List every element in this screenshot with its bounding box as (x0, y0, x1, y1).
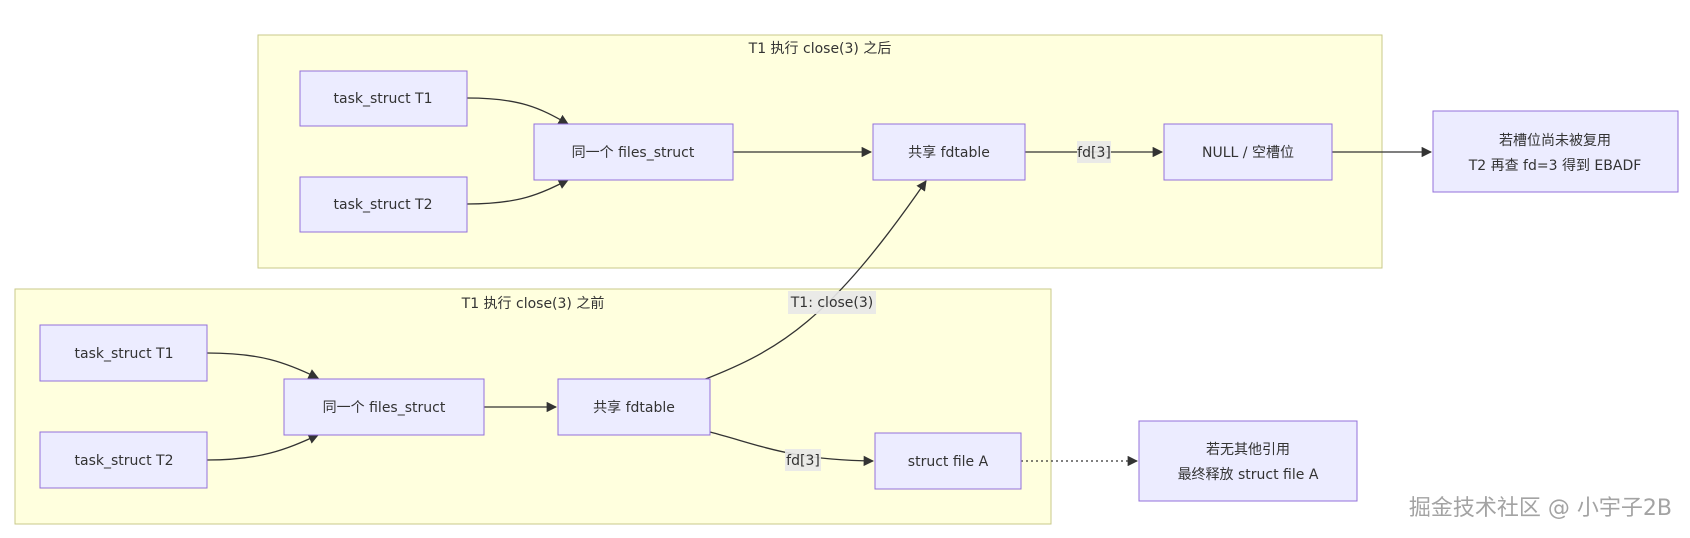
node-after-fdtable: 共享 fdtable (872, 123, 1026, 181)
node-after-files-label: 同一个 files_struct (572, 145, 695, 161)
node-after-t2-label: task_struct T2 (334, 197, 433, 213)
cluster-before-title: T1 执行 close(3) 之前 (461, 295, 605, 312)
watermark-text: 掘金技术社区 @ 小宇子2B (1409, 496, 1672, 521)
cluster-after-title: T1 执行 close(3) 之后 (748, 41, 892, 57)
node-file-a-label: struct file A (908, 454, 989, 470)
node-after-files: 同一个 files_struct (533, 123, 734, 181)
node-before-fdtable-label: 共享 fdtable (593, 399, 675, 416)
node-before-t1-label: task_struct T1 (75, 346, 174, 362)
node-file-a: struct file A (874, 432, 1022, 490)
node-before-files-label: 同一个 files_struct (323, 400, 446, 416)
node-after-t2: task_struct T2 (299, 176, 468, 233)
node-after-t1-label: task_struct T1 (334, 91, 433, 107)
node-release-note: 若无其他引用 最终释放 struct file A (1138, 420, 1358, 502)
node-reuse-note-line-2: T2 再查 fd=3 得到 EBADF (1468, 157, 1642, 174)
node-reuse-note: 若槽位尚未被复用 T2 再查 fd=3 得到 EBADF (1432, 110, 1679, 193)
edge-close-call (702, 180, 927, 381)
node-after-null-label: NULL / 空槽位 (1202, 145, 1294, 161)
edge-before-t1-to-files (206, 352, 319, 379)
node-before-fdtable: 共享 fdtable (557, 378, 711, 436)
node-after-null: NULL / 空槽位 (1163, 123, 1333, 181)
edge-after-t2-to-files (466, 179, 569, 205)
node-reuse-note-line-1: 若槽位尚未被复用 (1499, 132, 1611, 149)
node-release-note-line-2: 最终释放 struct file A (1178, 467, 1319, 483)
node-before-t2: task_struct T2 (39, 431, 208, 489)
node-before-files: 同一个 files_struct (283, 378, 485, 436)
edge-after-t1-to-files (466, 97, 569, 125)
edge-label-close-call: T1: close(3) (790, 295, 874, 311)
edge-before-fdtable-to-file-a (709, 431, 875, 467)
edge-before-t2-to-files (206, 434, 319, 461)
node-release-note-line-1: 若无其他引用 (1206, 442, 1290, 458)
node-after-fdtable-label: 共享 fdtable (908, 144, 990, 161)
node-after-t1: task_struct T1 (299, 70, 468, 127)
edges-before (206, 180, 1139, 467)
edge-label-after-fd3: fd[3] (1077, 145, 1111, 161)
edge-label-before-fd3: fd[3] (786, 453, 820, 469)
node-before-t2-label: task_struct T2 (75, 453, 174, 469)
node-before-t1: task_struct T1 (39, 324, 208, 382)
edge-labels: fd[3] T1: close(3) fd[3] (785, 141, 1111, 471)
